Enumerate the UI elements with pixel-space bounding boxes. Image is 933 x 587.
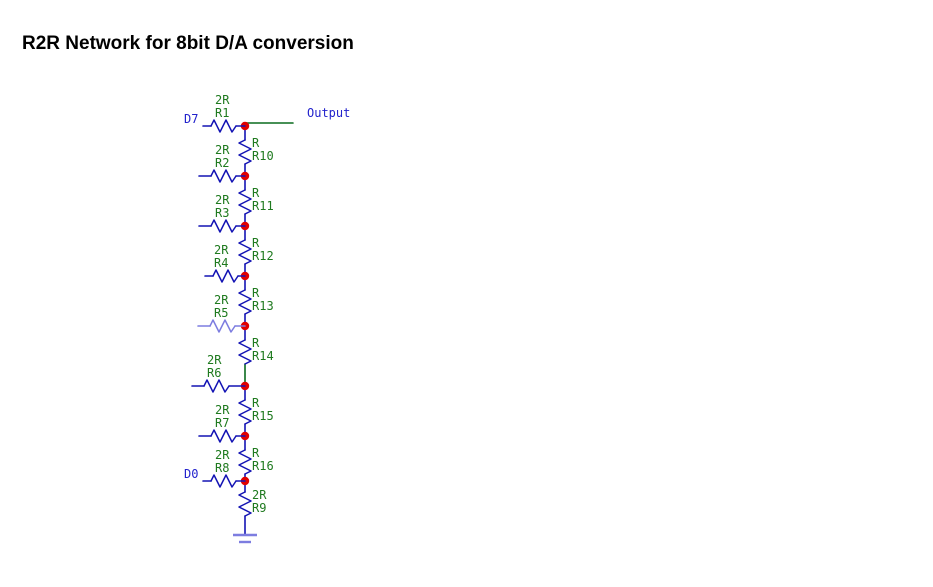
R9-value: 2R bbox=[252, 488, 267, 502]
R1-body bbox=[210, 119, 237, 133]
R3-body bbox=[210, 219, 237, 233]
page-title: R2R Network for 8bit D/A conversion bbox=[22, 33, 354, 54]
R12-value: R bbox=[252, 236, 260, 250]
R9-body bbox=[238, 491, 252, 517]
R11-body bbox=[238, 189, 252, 215]
resistor-R15: R R15 bbox=[238, 396, 274, 425]
R8-body bbox=[210, 474, 237, 488]
R16-body bbox=[238, 449, 252, 475]
R4-body bbox=[212, 269, 239, 283]
R15-value: R bbox=[252, 396, 260, 410]
gnd-icon bbox=[233, 533, 257, 544]
R2-body bbox=[210, 169, 237, 183]
R16-ref: R16 bbox=[252, 459, 274, 473]
R2-value: 2R bbox=[215, 143, 230, 157]
R6-ref: R6 bbox=[207, 366, 221, 380]
R15-ref: R15 bbox=[252, 409, 274, 423]
resistor-R9: 2R R9 bbox=[238, 488, 267, 517]
resistor-R3: 2R R3 bbox=[198, 193, 246, 233]
R1-ref: R1 bbox=[215, 106, 229, 120]
R5-ref: R5 bbox=[214, 306, 228, 320]
R6-body bbox=[203, 379, 230, 393]
resistor-R16: R R16 bbox=[238, 446, 274, 475]
R10-value: R bbox=[252, 136, 260, 150]
resistor-R6: 2R R6 bbox=[191, 353, 246, 393]
R14-ref: R14 bbox=[252, 349, 274, 363]
R12-body bbox=[238, 239, 252, 265]
R11-value: R bbox=[252, 186, 260, 200]
resistor-R13: R R13 bbox=[238, 286, 274, 315]
R16-value: R bbox=[252, 446, 260, 460]
R8-value: 2R bbox=[215, 448, 230, 462]
output-label: Output bbox=[307, 106, 350, 120]
R9-ref: R9 bbox=[252, 501, 266, 515]
R14-value: R bbox=[252, 336, 260, 350]
resistor-R5: 2R R5 bbox=[197, 293, 246, 333]
resistor-R10: R R10 bbox=[238, 136, 274, 165]
R5-value: 2R bbox=[214, 293, 229, 307]
R13-body bbox=[238, 289, 252, 315]
resistor-R11: R R11 bbox=[238, 186, 274, 215]
R6-value: 2R bbox=[207, 353, 222, 367]
R11-ref: R11 bbox=[252, 199, 274, 213]
R3-ref: R3 bbox=[215, 206, 229, 220]
R13-value: R bbox=[252, 286, 260, 300]
input-label-d0: D0 bbox=[184, 467, 198, 481]
R7-ref: R7 bbox=[215, 416, 229, 430]
resistor-R2: 2R R2 bbox=[198, 143, 246, 183]
R15-body bbox=[238, 399, 252, 425]
R12-ref: R12 bbox=[252, 249, 274, 263]
R5-body bbox=[209, 319, 236, 333]
resistor-R4: 2R R4 bbox=[204, 243, 246, 283]
R14-body bbox=[238, 339, 252, 365]
resistor-R7: 2R R7 bbox=[198, 403, 246, 443]
R10-body bbox=[238, 139, 252, 165]
R4-value: 2R bbox=[214, 243, 229, 257]
resistor-R8: 2R R8 D0 bbox=[184, 448, 246, 488]
R2-ref: R2 bbox=[215, 156, 229, 170]
R3-value: 2R bbox=[215, 193, 230, 207]
input-label-d7: D7 bbox=[184, 112, 198, 126]
resistor-R14: R R14 bbox=[238, 336, 274, 365]
R10-ref: R10 bbox=[252, 149, 274, 163]
R7-value: 2R bbox=[215, 403, 230, 417]
R8-ref: R8 bbox=[215, 461, 229, 475]
R4-ref: R4 bbox=[214, 256, 228, 270]
R7-body bbox=[210, 429, 237, 443]
R1-value: 2R bbox=[215, 93, 230, 107]
resistor-R12: R R12 bbox=[238, 236, 274, 265]
R13-ref: R13 bbox=[252, 299, 274, 313]
resistor-R1: 2R R1 D7 bbox=[184, 93, 246, 133]
